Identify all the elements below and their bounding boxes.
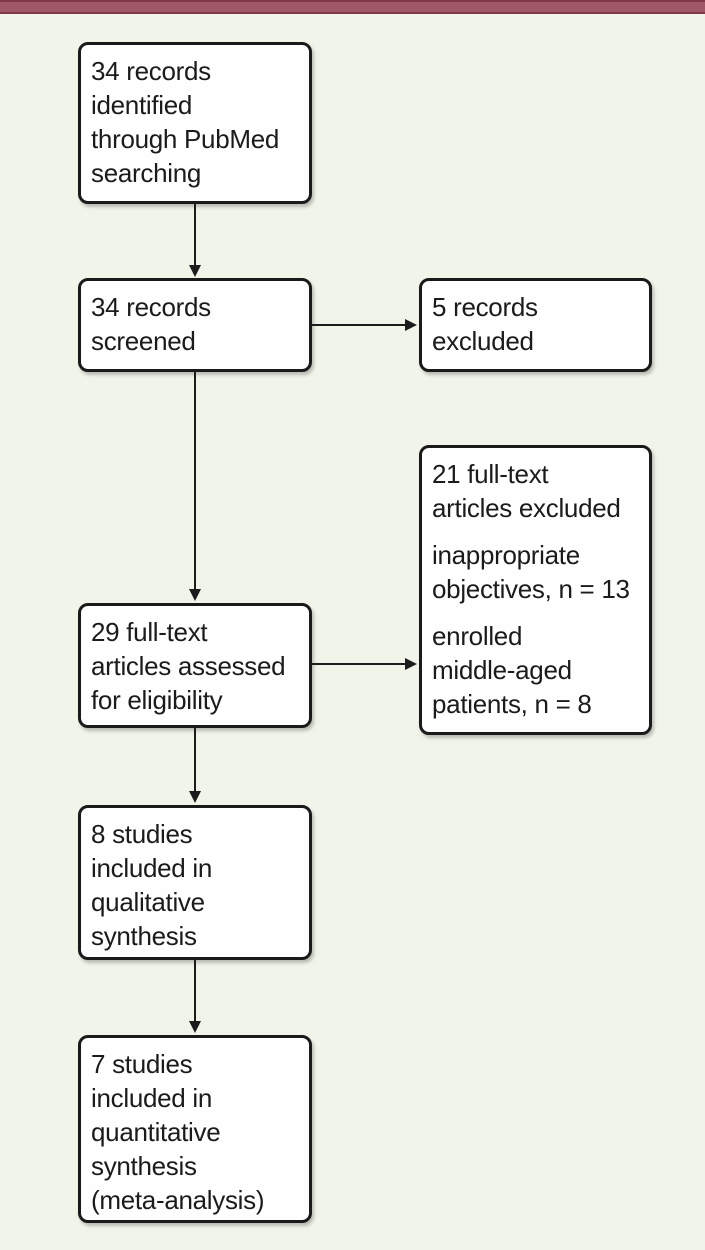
- arrow-line: [194, 728, 196, 792]
- box-fulltext-excluded-title: 21 full-text articles excluded: [432, 459, 621, 523]
- arrow-line: [194, 204, 196, 267]
- arrow-head-down-icon: [189, 791, 201, 803]
- arrow-line: [194, 960, 196, 1022]
- arrow-head-down-icon: [189, 265, 201, 277]
- box-quantitative-synthesis-text: 7 studies included in quantitative synth…: [91, 1049, 265, 1215]
- arrow-line: [312, 663, 406, 665]
- box-fulltext-excluded-reason-middle-aged: enrolled middle-aged patients, n = 8: [432, 621, 592, 719]
- box-qualitative-synthesis-text: 8 studies included in qualitative synthe…: [91, 819, 213, 951]
- box-fulltext-assessed: 29 full-text articles assessed for eligi…: [78, 603, 312, 728]
- box-fulltext-excluded: 21 full-text articles excluded inappropr…: [419, 445, 652, 735]
- arrow-line: [194, 372, 196, 591]
- figure-top-border-bar: [0, 0, 705, 14]
- arrow-head-right-icon: [405, 658, 417, 670]
- box-records-excluded-text: 5 records excluded: [432, 292, 538, 356]
- box-qualitative-synthesis: 8 studies included in qualitative synthe…: [78, 805, 312, 960]
- arrow-line: [312, 324, 406, 326]
- box-fulltext-assessed-text: 29 full-text articles assessed for eligi…: [91, 617, 286, 715]
- box-quantitative-synthesis: 7 studies included in quantitative synth…: [78, 1035, 312, 1223]
- arrow-head-right-icon: [405, 319, 417, 331]
- box-records-identified-text: 34 records identified through PubMed sea…: [91, 56, 280, 188]
- box-records-screened-text: 34 records screened: [91, 292, 211, 356]
- box-records-excluded: 5 records excluded: [419, 278, 652, 372]
- box-records-identified: 34 records identified through PubMed sea…: [78, 42, 312, 204]
- arrow-head-down-icon: [189, 1021, 201, 1033]
- box-records-screened: 34 records screened: [78, 278, 312, 372]
- box-fulltext-excluded-reason-objectives: inappropriate objectives, n = 13: [432, 540, 630, 604]
- arrow-head-down-icon: [189, 589, 201, 601]
